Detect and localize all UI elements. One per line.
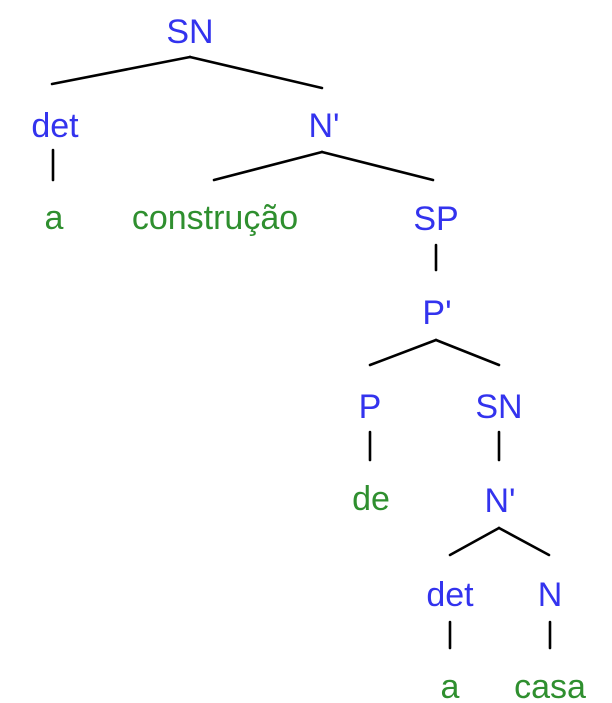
- node-sp: SP: [413, 200, 458, 238]
- node-nbar-2: N': [484, 482, 515, 520]
- edge-nbar-construcao: [212, 150, 324, 182]
- leaf-a-2: a: [441, 668, 460, 703]
- edge-nbar2-det: [448, 526, 501, 557]
- leaf-de: de: [352, 480, 390, 518]
- node-nbar-1: N': [308, 107, 339, 145]
- node-p: P: [359, 388, 382, 426]
- leaf-a-1: a: [45, 199, 64, 237]
- node-sn-root: SN: [166, 13, 213, 51]
- edge-sn-nbar: [188, 55, 324, 90]
- leaf-casa: casa: [514, 668, 586, 703]
- edge-nbar2-n: [497, 526, 551, 557]
- node-pbar: P': [422, 294, 451, 332]
- edge-pbar-sn: [434, 338, 501, 367]
- node-sn-2: SN: [475, 388, 522, 426]
- edge-sn-det: [50, 55, 192, 86]
- edge-nbar-sp: [320, 150, 435, 182]
- leaf-construcao: construção: [132, 199, 298, 237]
- node-det-1: det: [31, 107, 79, 145]
- node-det-2: det: [426, 576, 474, 614]
- node-n: N: [538, 576, 563, 614]
- edge-pbar-p: [368, 338, 438, 367]
